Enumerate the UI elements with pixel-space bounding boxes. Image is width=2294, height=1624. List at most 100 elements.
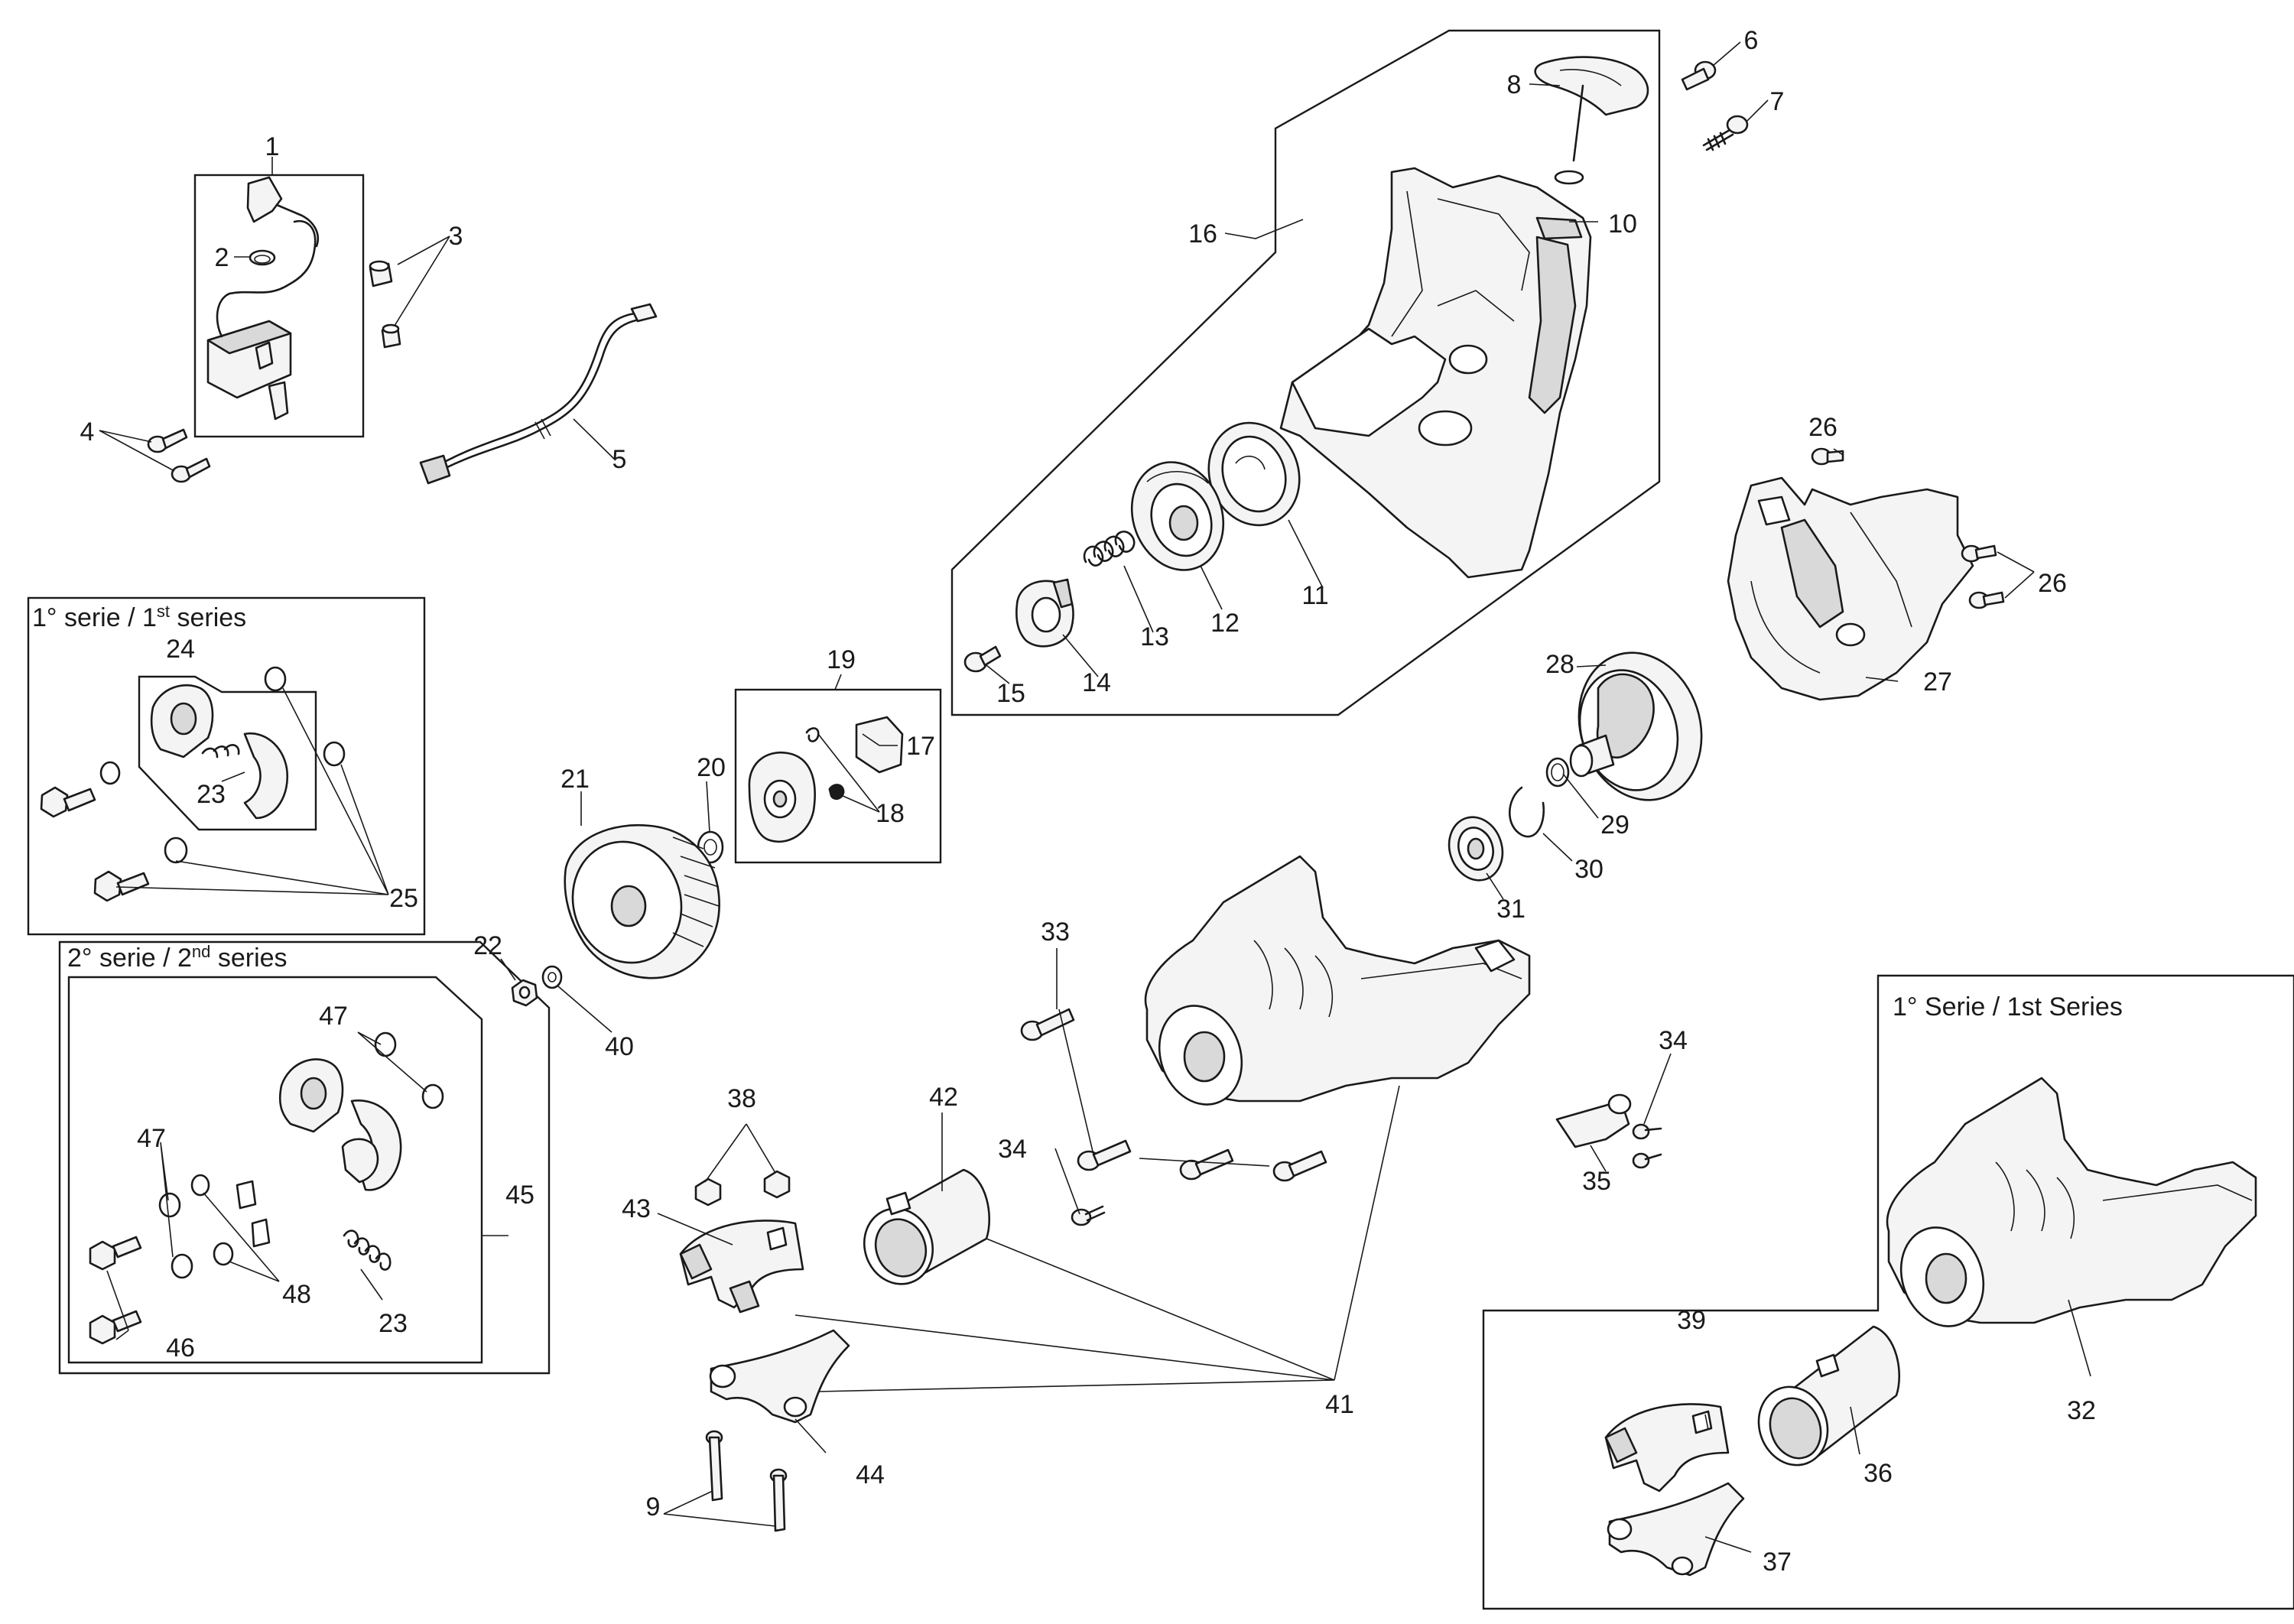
- part-flywheel-21: [564, 823, 720, 979]
- part-circlip-30: [1508, 786, 1545, 838]
- callout-48: 48: [282, 1280, 311, 1309]
- part-pawl-14: [1015, 578, 1074, 648]
- part-starter-handle-8: [1534, 56, 1649, 185]
- callout-45: 45: [505, 1181, 535, 1210]
- part-clamp-44: [709, 1329, 850, 1424]
- callout-28: 28: [1545, 650, 1574, 679]
- callout-19: 19: [827, 645, 856, 674]
- part-nuts-38: [694, 1170, 791, 1207]
- callout-39: 39: [1677, 1306, 1706, 1335]
- part-washer-40: [541, 965, 563, 989]
- callout-27: 27: [1923, 667, 1952, 697]
- callout-23a: 23: [197, 780, 226, 809]
- part-screws-33: [1020, 1008, 1327, 1182]
- part-spring-cover-11: [1207, 421, 1301, 527]
- callout-17: 17: [906, 732, 935, 761]
- part-pulley-12: [1130, 461, 1225, 571]
- frame-series1-left: [27, 596, 426, 936]
- callout-31: 31: [1496, 895, 1526, 924]
- callout-15: 15: [996, 679, 1025, 708]
- part-starter-housing-16: [1279, 167, 1592, 579]
- part-wire-harness-5: [419, 303, 658, 485]
- frame-ignition-coil: [193, 174, 365, 438]
- callout-2: 2: [215, 243, 229, 272]
- callout-30: 30: [1574, 855, 1604, 884]
- frame-clutch-19: [734, 688, 942, 864]
- series1-left-title: 1° serie / 1st series: [32, 602, 246, 632]
- part-bushings-48: [190, 1174, 234, 1266]
- part-bolts-46: [89, 1236, 142, 1345]
- part-spacers-3: [369, 260, 401, 349]
- part-screws-9: [705, 1430, 788, 1532]
- callout-26a: 26: [1808, 413, 1837, 442]
- part-sleeve-42: [863, 1168, 991, 1285]
- callout-7: 7: [1770, 87, 1785, 116]
- part-clamp-39: [1604, 1403, 1730, 1492]
- part-clutch-19: [748, 716, 904, 843]
- callout-6: 6: [1744, 26, 1759, 55]
- part-spring-23: [343, 1229, 392, 1271]
- frame-clutch-24: [138, 675, 317, 831]
- callout-47a: 47: [319, 1002, 348, 1031]
- part-screw-34: [1071, 1123, 1662, 1226]
- part-clamp-43: [679, 1220, 804, 1314]
- callout-47b: 47: [137, 1124, 166, 1153]
- callout-29: 29: [1600, 810, 1630, 840]
- callout-5: 5: [612, 445, 627, 474]
- part-gear-housing-41: [1144, 855, 1531, 1106]
- part-spring-13: [1083, 530, 1136, 567]
- callout-25: 25: [389, 884, 418, 913]
- callout-37: 37: [1763, 1548, 1792, 1577]
- part-clutch-shoes-24: [150, 684, 289, 820]
- callout-10: 10: [1608, 209, 1637, 239]
- callout-8: 8: [1507, 70, 1522, 99]
- callout-46: 46: [166, 1333, 195, 1363]
- callout-18: 18: [876, 799, 905, 828]
- callout-26b: 26: [2038, 569, 2067, 598]
- callout-40: 40: [605, 1032, 634, 1061]
- series2-left-title: 2° serie / 2nd series: [67, 942, 288, 973]
- frame-series1-right: [1482, 974, 2294, 1610]
- callout-38: 38: [727, 1084, 756, 1113]
- callout-3: 3: [449, 222, 463, 251]
- series1-right-title: 1° Serie / 1st Series: [1893, 992, 2123, 1021]
- callout-1: 1: [265, 132, 280, 161]
- callout-43: 43: [622, 1194, 651, 1223]
- callout-14: 14: [1082, 668, 1111, 697]
- callout-42: 42: [929, 1083, 958, 1112]
- part-screw-7: [1702, 115, 1749, 151]
- part-nut-22: [511, 979, 538, 1007]
- callout-41: 41: [1325, 1390, 1354, 1419]
- part-clutch-cover-27: [1727, 476, 1974, 701]
- part-gear-housing-32: [1886, 1077, 2257, 1327]
- part-screw-6: [1681, 60, 1717, 91]
- part-sleeve-36: [1757, 1325, 1901, 1466]
- callout-34b: 34: [1659, 1026, 1688, 1055]
- frame-starter-assembly: [950, 29, 1661, 716]
- frame-series2-left: [58, 940, 551, 1375]
- part-screws-4: [147, 428, 211, 483]
- part-washer-29: [1545, 757, 1570, 788]
- callout-44: 44: [856, 1460, 885, 1489]
- callout-4: 4: [80, 417, 95, 447]
- callout-24: 24: [166, 635, 195, 664]
- callout-labels: 1 2 3 4 5 6 7 8 9 10 11 12 13 14 15 16 1…: [80, 26, 2096, 1577]
- callout-22: 22: [473, 931, 502, 960]
- part-clip-2: [249, 249, 276, 266]
- part-bolts-25: [40, 666, 346, 902]
- part-clutch-drum-28: [1569, 651, 1703, 801]
- leader-lines: [99, 41, 2091, 1553]
- part-shield-35: [1555, 1093, 1632, 1148]
- part-screw-15: [963, 645, 1002, 673]
- part-clamp-37: [1607, 1482, 1745, 1577]
- part-screws-26: [1811, 447, 2005, 609]
- part-washers-47: [158, 1031, 444, 1279]
- callout-32: 32: [2067, 1396, 2096, 1425]
- callout-20: 20: [697, 753, 726, 782]
- callout-36: 36: [1863, 1459, 1893, 1488]
- callout-34a: 34: [998, 1135, 1027, 1164]
- callout-11: 11: [1301, 581, 1328, 610]
- callout-13: 13: [1140, 622, 1169, 651]
- callout-9: 9: [646, 1492, 661, 1522]
